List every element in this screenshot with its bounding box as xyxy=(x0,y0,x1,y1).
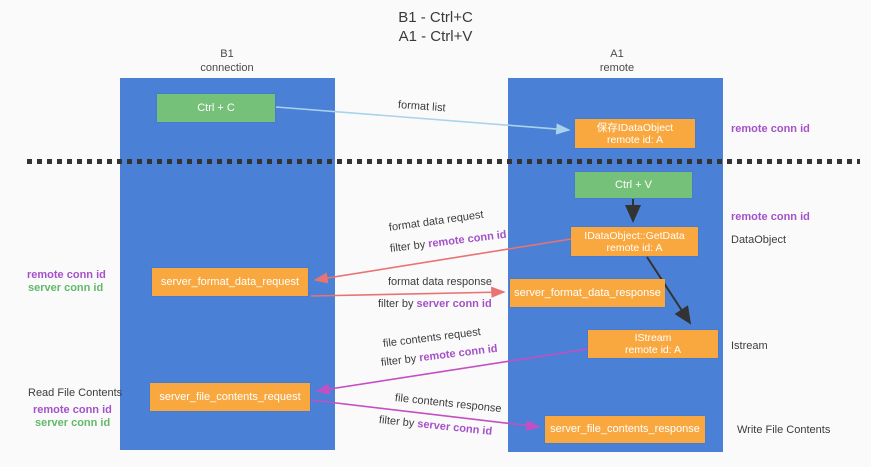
left-remote-conn-id-label: remote conn id xyxy=(27,269,106,281)
getdata-box: IDataObject::GetData remote id: A xyxy=(571,227,698,256)
format-response-filter-prefix: filter by xyxy=(378,298,417,310)
left-column-role: connection xyxy=(200,62,254,74)
server-file-contents-response-box: server_file_contents_response xyxy=(545,416,705,443)
ctrl-v-label: Ctrl + V xyxy=(615,178,652,191)
left-server-conn-id-bottom-label: server conn id xyxy=(35,417,111,429)
title-line-2: A1 - Ctrl+V xyxy=(398,28,473,45)
left-server-conn-id-label: server conn id xyxy=(28,282,104,294)
format-response-arrow xyxy=(310,286,506,298)
server-file-contents-request-label: server_file_contents_request xyxy=(159,390,301,403)
istream-line2: remote id: A xyxy=(624,344,682,356)
file-response-filter-key: server conn id xyxy=(416,418,493,438)
format-response-filter-label: filter by server conn id xyxy=(378,298,492,310)
save-dataobject-box: 保存IDataObject remote id: A xyxy=(575,119,695,148)
server-format-data-response-label: server_format_data_response xyxy=(514,286,661,299)
save-dataobject-line2: remote id: A xyxy=(606,133,664,146)
left-column-header: B1 connection xyxy=(167,47,287,75)
left-column-name: B1 xyxy=(220,48,234,60)
file-response-label: file contents response xyxy=(394,392,503,416)
format-request-label: format data request xyxy=(388,208,485,234)
ctrl-c-label: Ctrl + C xyxy=(197,101,235,114)
left-remote-conn-id-bottom-label: remote conn id xyxy=(33,404,112,416)
istream-side-label: Istream xyxy=(731,340,768,352)
right-remote-conn-id-top-label: remote conn id xyxy=(731,123,810,135)
format-request-filter-prefix: filter by xyxy=(389,238,429,255)
format-response-filter-key: server conn id xyxy=(416,298,492,310)
server-format-data-request-box: server_format_data_request xyxy=(152,268,308,296)
format-request-filter-key: remote conn id xyxy=(427,228,508,251)
right-column-name: A1 xyxy=(610,48,624,60)
right-column-role: remote xyxy=(599,62,635,74)
right-remote-conn-id-mid-label: remote conn id xyxy=(731,211,810,223)
file-response-filter-label: filter by server conn id xyxy=(378,414,492,438)
server-format-data-request-label: server_format_data_request xyxy=(160,275,300,288)
istream-line1: IStream xyxy=(634,332,672,344)
server-format-data-response-box: server_format_data_response xyxy=(510,279,665,307)
write-file-contents-label: Write File Contents xyxy=(737,424,831,436)
save-dataobject-line1: 保存IDataObject xyxy=(596,121,674,134)
server-file-contents-request-box: server_file_contents_request xyxy=(150,383,310,411)
istream-box: IStream remote id: A xyxy=(588,330,718,358)
getdata-line2: remote id: A xyxy=(606,241,663,254)
phase-divider-dashed-line xyxy=(27,159,860,164)
dataobject-label: DataObject xyxy=(731,234,787,246)
file-response-filter-prefix: filter by xyxy=(378,414,418,430)
ctrl-v-action-box: Ctrl + V xyxy=(575,172,692,198)
format-request-filter-label: filter by remote conn id xyxy=(389,229,507,255)
server-file-contents-response-label: server_file_contents_response xyxy=(550,423,700,435)
ctrl-c-action-box: Ctrl + C xyxy=(157,94,275,122)
diagram-title: B1 - Ctrl+C A1 - Ctrl+V xyxy=(0,8,871,46)
title-line-1: B1 - Ctrl+C xyxy=(398,9,473,26)
format-response-label: format data response xyxy=(388,276,492,288)
file-request-filter-key: remote conn id xyxy=(418,342,499,365)
read-file-contents-label: Read File Contents xyxy=(28,387,123,399)
format-list-label: format list xyxy=(397,99,446,115)
file-request-filter-prefix: filter by xyxy=(380,352,420,369)
right-column-header: A1 remote xyxy=(557,47,677,75)
getdata-line1: IDataObject::GetData xyxy=(584,229,685,242)
